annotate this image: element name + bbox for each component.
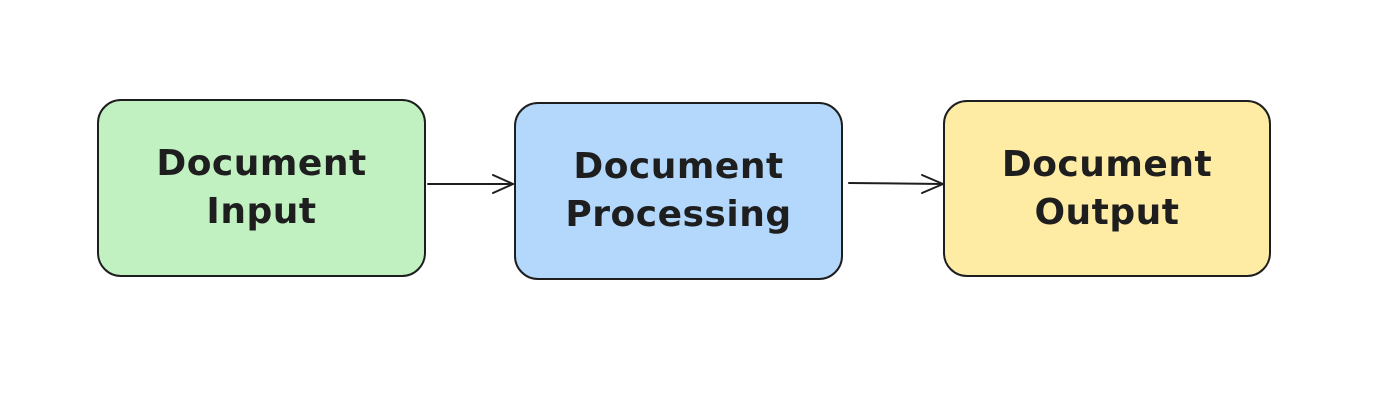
document-input-node: Document Input — [97, 99, 426, 277]
document-output-label-line2: Output — [1034, 191, 1180, 233]
document-input-label-line2: Input — [206, 191, 317, 232]
arrow-input-to-processing-head — [492, 174, 514, 194]
document-input-label-line1: Document — [156, 143, 367, 184]
arrow-input-to-processing — [427, 174, 514, 194]
document-output-label-line1: Document — [1001, 143, 1213, 185]
document-processing-label: Document Processing — [565, 143, 791, 239]
arrow-processing-to-output-line — [848, 182, 944, 185]
arrow-processing-to-output-head — [921, 174, 944, 194]
document-processing-node: Document Processing — [514, 102, 843, 280]
document-input-label: Document Input — [156, 140, 366, 236]
document-output-label: Document Output — [1002, 141, 1212, 237]
document-processing-label-line1: Document — [573, 146, 784, 187]
document-processing-label-line2: Processing — [565, 194, 792, 235]
document-output-node: Document Output — [943, 100, 1271, 277]
arrow-processing-to-output — [848, 174, 944, 194]
